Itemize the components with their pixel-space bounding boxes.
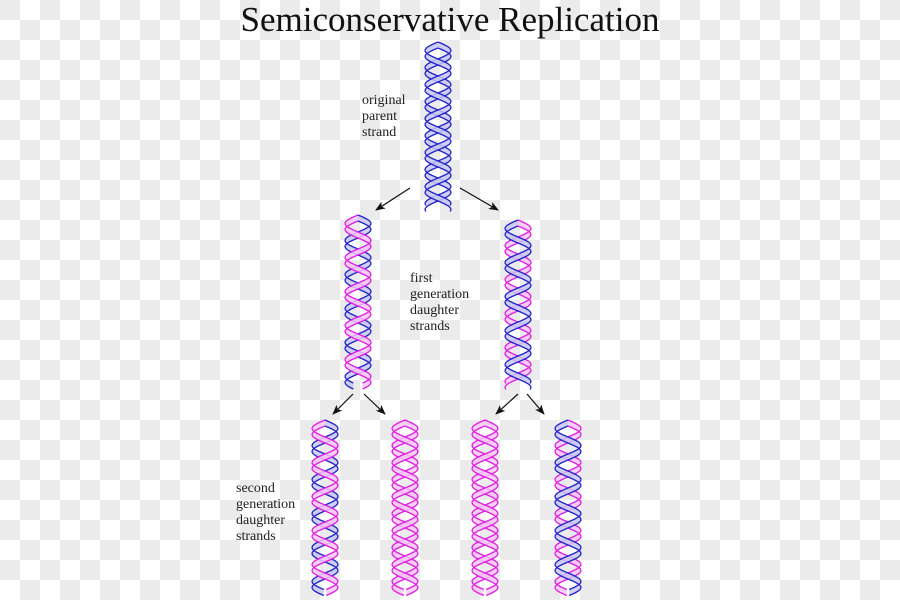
label-line: second <box>236 481 275 496</box>
label-line: strands <box>236 529 276 544</box>
strand-edge <box>311 425 339 597</box>
strand-edge <box>424 41 452 206</box>
strand-ribbon <box>472 420 498 596</box>
label-line: strands <box>410 319 450 334</box>
arrow-parent-to-gen1-left <box>375 187 411 211</box>
strand-edge <box>504 219 532 384</box>
parent-strand <box>554 419 582 597</box>
helix-gen2-4 <box>554 419 582 597</box>
label-line: original <box>362 93 406 108</box>
arrow-gen1-left-to-gen2-1 <box>332 393 354 415</box>
label-line: first <box>410 271 433 286</box>
strand-ribbon <box>345 215 371 389</box>
helix-gen2-1 <box>311 419 339 597</box>
arrow-gen1-left-to-gen2-2 <box>363 393 386 415</box>
strand-edge <box>554 425 582 597</box>
strand-ribbon <box>555 420 581 596</box>
strand-ribbon <box>312 420 338 596</box>
new-strand <box>311 419 339 597</box>
strand-edge <box>344 220 372 390</box>
arrow-gen1-right-to-gen2-4 <box>526 393 545 415</box>
strand-edge <box>344 214 372 384</box>
new-strand <box>471 419 499 597</box>
parent-strand <box>424 41 452 212</box>
label-line: strand <box>362 125 397 140</box>
label-second-generation: second generation daughter strands <box>236 481 295 545</box>
helix-gen2-3 <box>471 419 499 597</box>
label-line: generation <box>236 497 296 512</box>
strand-edge <box>471 425 499 597</box>
strand-edge <box>504 225 532 390</box>
label-line: generation <box>410 287 470 302</box>
new-strand <box>344 214 372 390</box>
strand-ribbon <box>392 420 418 596</box>
label-original-parent-strand: original parent strand <box>362 93 406 141</box>
helix-gen1-right <box>504 219 532 390</box>
label-line: parent <box>362 109 397 124</box>
diagram-title: Semiconservative Replication <box>240 0 660 39</box>
strand-edge <box>424 47 452 212</box>
label-line: daughter <box>410 303 459 318</box>
arrow-parent-to-gen1-right <box>459 187 499 211</box>
label-line: daughter <box>236 513 285 528</box>
helix-gen1-left <box>344 214 372 390</box>
arrow-gen1-right-to-gen2-3 <box>495 393 519 415</box>
strand-edge <box>391 425 419 597</box>
parent-strand <box>504 219 532 390</box>
new-strand <box>391 419 419 597</box>
label-first-generation: first generation daughter strands <box>410 271 469 335</box>
helix-parent <box>424 41 452 212</box>
helix-gen2-2 <box>391 419 419 597</box>
strand-edge <box>344 214 372 384</box>
